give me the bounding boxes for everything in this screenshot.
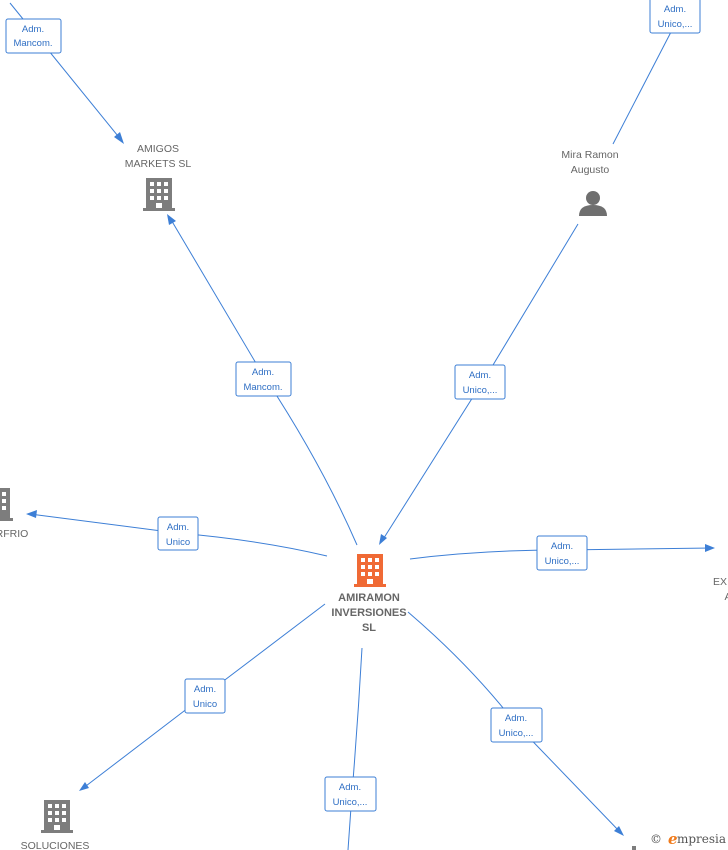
nodes: AMIGOS MARKETS SL Mira Ramon Augusto [0, 143, 728, 850]
edge-label-line: Adm. [505, 713, 527, 724]
edges [9, 2, 715, 850]
arrowhead-mira-to-central [379, 534, 387, 545]
edge-labels: Adm. Mancom. Adm. Unico,... Adm. Mancom.… [5, 0, 701, 812]
edge-label-line: Unico,... [499, 728, 534, 739]
arrowhead-central-to-right [705, 544, 715, 552]
node-bottom-right-partial[interactable] [632, 846, 636, 850]
edge-label-line: Adm. [194, 684, 216, 695]
node-label-line: AMIRAMON [338, 592, 400, 604]
node-mira-ramon-augusto[interactable]: Mira Ramon Augusto [561, 149, 619, 216]
node-right-company[interactable]: EX A [713, 576, 728, 603]
edge-label-line: Adm. [664, 4, 686, 15]
edge-label-central-to-amigos[interactable]: Adm. Mancom. [235, 361, 292, 397]
node-label-line: SOLUCIONES [21, 840, 90, 850]
node-label-line: INVERSIONES [331, 607, 406, 619]
edge-label-top-left-to-amigos[interactable]: Adm. Mancom. [5, 18, 62, 54]
node-label-line: Augusto [571, 164, 610, 176]
watermark: © e mpresia [650, 830, 726, 848]
arrowhead-top-left-to-amigos [114, 132, 124, 144]
arrowhead-central-to-amigos [167, 214, 176, 225]
edge-central-to-bottom [347, 647, 363, 850]
edge-label-mira-to-central[interactable]: Adm. Unico,... [454, 364, 506, 400]
person-icon [579, 191, 607, 216]
edge-label-line: Mancom. [13, 38, 52, 49]
copyright-symbol: © [650, 832, 662, 846]
edge-label-line: Unico [166, 537, 190, 548]
arrowhead-central-to-soluciones [79, 782, 89, 791]
node-label-line: AMIGOS [137, 143, 179, 155]
building-icon [0, 488, 13, 521]
edge-top-right-to-mira [612, 31, 672, 145]
node-label-line: A [724, 591, 728, 603]
edge-label-top-right-to-mira[interactable]: Adm. Unico,... [649, 0, 701, 34]
arrowhead-central-to-left [26, 510, 37, 518]
edge-label-line: Adm. [339, 782, 361, 793]
edge-label-central-to-right[interactable]: Adm. Unico,... [536, 535, 588, 571]
building-icon [41, 800, 73, 833]
edge-label-central-to-bottom[interactable]: Adm. Unico,... [324, 776, 377, 812]
edge-label-central-to-bottom-right[interactable]: Adm. Unico,... [490, 707, 543, 743]
building-icon [143, 178, 175, 211]
node-label-line: EX [713, 576, 727, 588]
node-label-line: Mira Ramon [561, 149, 618, 161]
edge-label-line: Adm. [22, 24, 44, 35]
edge-label-line: Unico,... [658, 19, 693, 30]
edge-label-line: Mancom. [243, 382, 282, 393]
arrowhead-central-to-bottom-right [614, 826, 624, 836]
edge-label-line: Unico,... [545, 556, 580, 567]
edge-label-central-to-left[interactable]: Adm. Unico [157, 516, 199, 551]
node-label-line: RFRIO [0, 528, 28, 540]
edge-label-line: Unico,... [463, 385, 498, 396]
edge-label-line: Adm. [252, 367, 274, 378]
brand-name: mpresia [677, 832, 726, 846]
edge-label-line: Adm. [167, 522, 189, 533]
edge-label-central-to-soluciones[interactable]: Adm. Unico [184, 678, 226, 714]
edge-label-line: Unico [193, 699, 217, 710]
node-left-company[interactable]: RFRIO [0, 488, 28, 540]
edge-label-line: Adm. [551, 541, 573, 552]
node-soluciones[interactable]: SOLUCIONES [21, 800, 90, 850]
edge-label-line: Unico,... [333, 797, 368, 808]
brand-initial: e [668, 830, 678, 848]
building-icon [354, 554, 386, 587]
node-amigos-markets[interactable]: AMIGOS MARKETS SL [125, 143, 192, 211]
edge-label-line: Adm. [469, 370, 491, 381]
node-amiramon-inversiones[interactable]: AMIRAMON INVERSIONES SL [331, 554, 407, 634]
node-label-line: SL [362, 622, 376, 634]
node-label-line: MARKETS SL [125, 158, 192, 170]
